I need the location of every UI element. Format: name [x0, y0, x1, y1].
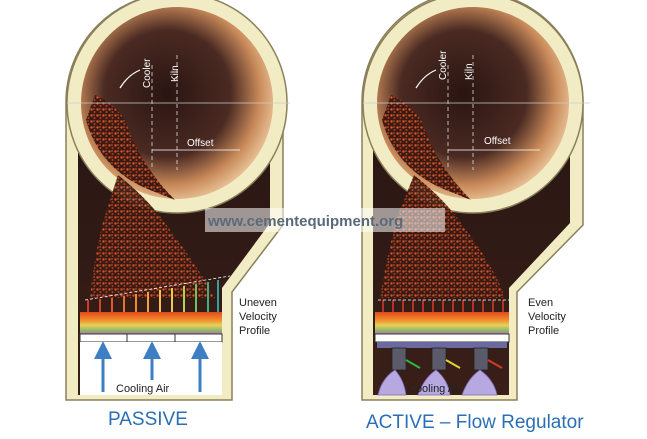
passive-caption: PASSIVE — [108, 409, 188, 430]
active-air-plumes — [377, 369, 498, 396]
active-clinker-stream — [380, 175, 505, 298]
active-grate — [374, 333, 510, 343]
passive-air-arrows — [94, 341, 209, 392]
active-kiln-clinker — [382, 95, 471, 200]
passive-offset-label: Offset — [187, 138, 214, 149]
active-kiln-label: Kiln — [464, 63, 475, 80]
active-flow-regulators — [377, 342, 507, 371]
active-cooler: Cooler Kiln Offset Even Velocity Profile… — [361, 0, 590, 433]
passive-velocity-arrows — [87, 280, 219, 312]
active-caption: ACTIVE – Flow Regulator — [366, 412, 584, 433]
active-clinker-bed — [375, 312, 509, 334]
passive-kiln-clinker — [86, 95, 175, 200]
passive-profile-label-2: Velocity — [239, 311, 277, 323]
watermark: www.cementequipment.org — [207, 213, 403, 230]
active-air-label: Cooling Air — [408, 383, 462, 395]
active-profile-label-3: Profile — [528, 325, 559, 337]
active-cooler-label: Cooler — [438, 50, 449, 80]
passive-profile-label-1: Uneven — [239, 297, 277, 309]
passive-clinker-stream — [90, 175, 215, 298]
active-profile-label-2: Velocity — [528, 311, 566, 323]
passive-grate — [79, 333, 223, 343]
watermark-band — [205, 208, 445, 232]
passive-profile-label-3: Profile — [239, 325, 270, 337]
passive-air-label: Cooling Air — [116, 383, 170, 395]
passive-clinker-bed — [80, 312, 222, 334]
active-profile-label-1: Even — [528, 297, 553, 309]
active-offset-label: Offset — [484, 136, 511, 147]
passive-cooler-label: Cooler — [142, 58, 153, 88]
passive-profile-line — [84, 275, 231, 301]
active-velocity-arrows — [382, 300, 504, 312]
passive-kiln-label: Kiln — [170, 65, 181, 82]
